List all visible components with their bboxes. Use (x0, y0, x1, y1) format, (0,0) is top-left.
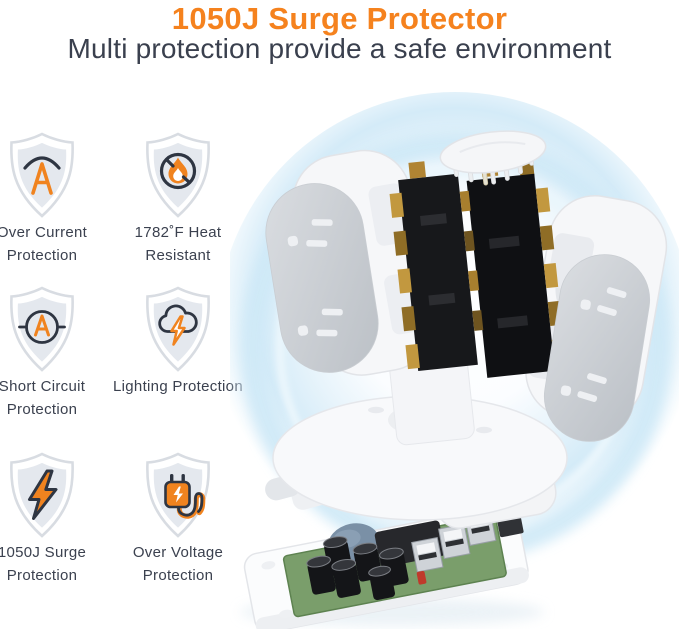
feature-item-lighting: Lighting Protection (112, 285, 244, 399)
feature-item-short-circuit: Short Circuit Protection (0, 285, 108, 421)
short-circuit-shield-icon (10, 286, 74, 372)
feature-item-over-current: Over Current Protection (0, 131, 108, 267)
top-cap (439, 130, 547, 186)
feature-item-over-voltage: Over Voltage Protection (112, 451, 244, 587)
feature-item-surge: 1050J Surge Protection (0, 451, 108, 587)
internal-contact-assembly (389, 159, 566, 378)
feature-label: Over Voltage Protection (132, 544, 224, 584)
product-image (230, 92, 679, 629)
page-title: 1050J Surge Protector (171, 1, 508, 36)
feature-label: 1782˚F Heat Resistant (134, 224, 222, 264)
feature-label: Lighting Protection (113, 378, 243, 395)
left-outlet-panel (265, 183, 379, 373)
surge-protection-shield-icon (10, 452, 74, 538)
feature-label: Over Current Protection (0, 224, 88, 264)
base-plate-circuit-board (243, 501, 529, 629)
over-current-shield-icon (10, 132, 74, 218)
capacitors (306, 536, 409, 601)
page-subtitle: Multi protection provide a safe environm… (67, 33, 612, 64)
over-voltage-shield-icon (146, 452, 210, 538)
right-outlet-panel (543, 254, 651, 442)
feature-item-heat-resistant: 1782˚F Heat Resistant (112, 131, 244, 267)
heat-resistant-shield-icon (146, 132, 210, 218)
lighting-protection-shield-icon (146, 286, 210, 372)
feature-label: 1050J Surge Protection (0, 544, 87, 584)
led-indicator (416, 570, 427, 585)
feature-label: Short Circuit Protection (0, 378, 86, 418)
